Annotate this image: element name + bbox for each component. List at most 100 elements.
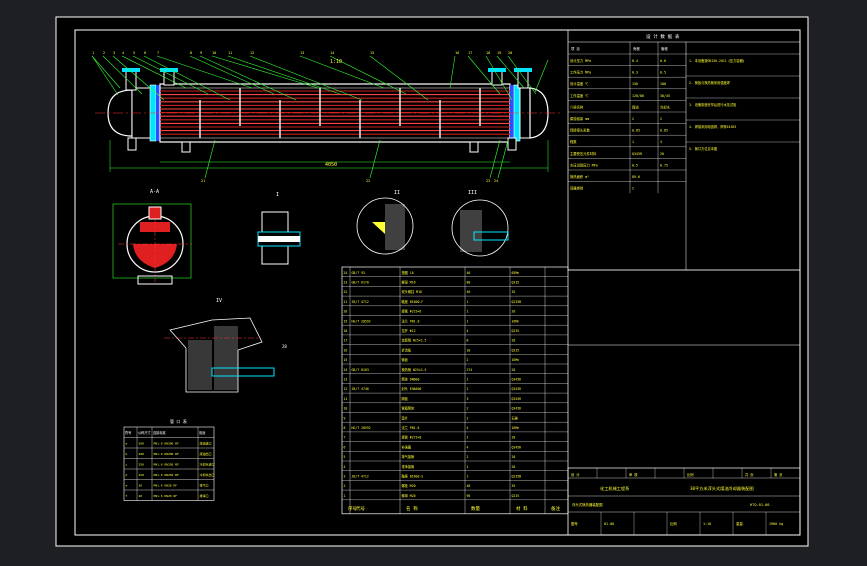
nozzle-c-flange	[488, 68, 506, 72]
leader-line	[199, 55, 297, 101]
parts-list-cell: 2	[467, 416, 469, 420]
nozzle-d-flange	[514, 68, 532, 72]
parts-list-cell: 40	[467, 271, 471, 275]
section-a-a-mark: A-A	[150, 189, 159, 195]
parts-list-cell: 5	[344, 455, 346, 459]
nozzle-table-cell: d	[126, 473, 128, 477]
title-block-cell: 审 核	[629, 472, 638, 477]
detail-iii-plate	[460, 210, 482, 252]
parts-list-cell: 7	[344, 436, 346, 440]
parts-list-cell: 接管 Φ273×8	[402, 435, 422, 440]
drawing-border	[74, 29, 801, 536]
design-note: 1. 本设备按GB150-2011《压力容器》	[689, 58, 746, 63]
detail-iv-mark: IV	[216, 298, 222, 304]
nozzle-table-cell: 250	[139, 463, 145, 467]
detail-iv-bolt	[211, 367, 275, 377]
parts-list-cell: 16	[344, 348, 348, 352]
parts-list-cell: 20	[512, 465, 516, 469]
parts-list-cell: JB/T 4712	[352, 475, 369, 479]
title-block-cell: 第 页	[774, 472, 783, 477]
parts-list-cell: 20	[512, 436, 516, 440]
parts-list-cell: 274	[467, 368, 473, 372]
design-table-cell: 30/45	[660, 94, 670, 98]
nozzle-table-cell: PN1.0 DN200 RF	[154, 442, 179, 446]
title-block-drawing-no: HTQ-01-00	[750, 503, 769, 507]
leader-line	[227, 55, 341, 95]
leader-line	[369, 55, 429, 101]
parts-list-cell: Q345R	[512, 387, 522, 391]
title-block-cell: 01.00	[604, 522, 614, 526]
parts-list-cell: 4	[467, 426, 469, 430]
leader-lines	[91, 55, 549, 179]
design-table-cell: 工作压力 MPa	[570, 70, 591, 75]
nozzle-table-cell: c	[126, 463, 128, 467]
parts-list-cell: 10	[344, 407, 348, 411]
part-callout: 19	[497, 51, 501, 55]
detail-iv-view: IV 28	[164, 298, 287, 393]
parts-list-cell: 20	[512, 455, 516, 459]
part-callout: 23	[486, 179, 490, 183]
design-table-cell: 0.4	[632, 59, 638, 63]
design-table-cell: 4	[660, 140, 662, 144]
parts-list-header: 数量	[471, 505, 480, 512]
part-callout: 5	[133, 51, 135, 55]
leader-line	[189, 55, 275, 95]
nozzle-table-cell: e	[126, 484, 128, 488]
design-table-cell: 介质名称	[570, 104, 584, 109]
parts-list-frame	[341, 266, 569, 515]
nozzle-table-cell: 20	[139, 484, 143, 488]
parts-list-cell: 垫圈 16	[402, 270, 414, 275]
parts-list-cell: 40	[467, 290, 471, 294]
parts-list-cell: 管箱筒体	[402, 406, 416, 411]
parts-list-cell: 4	[344, 465, 346, 469]
parts-list-cell: 48	[467, 484, 471, 488]
parts-list-cell: 螺母 M16	[402, 280, 416, 285]
design-table-cell: 0.85	[660, 129, 668, 133]
title-block-drawing-title: 30平方米浮头式煤油冷却器装配图	[690, 485, 754, 492]
detail-iv-body	[169, 317, 263, 393]
section-nozzle-top	[148, 206, 162, 220]
design-table-cell: 主要受压元件材料	[570, 151, 597, 156]
parts-list-header: 序号	[348, 505, 357, 512]
design-table-cell: 煤油	[632, 104, 639, 109]
title-block-cell: 1960 kg	[769, 522, 783, 526]
parts-list-cell: 8	[467, 339, 469, 343]
parts-list-cell: 2	[467, 465, 469, 469]
parts-list-cell: 4	[467, 329, 469, 333]
parts-list-cell: Q235	[512, 329, 520, 333]
parts-list-cell: 20	[344, 310, 348, 314]
design-table-cell: 0.85	[632, 129, 640, 133]
parts-list-cell: 1	[467, 310, 469, 314]
leader-line	[489, 139, 501, 179]
weld-tag: 28	[282, 344, 287, 349]
parts-list-cell: 2	[467, 436, 469, 440]
parts-list-header: 代号	[356, 505, 365, 512]
parts-list-cell: Q345R	[512, 397, 522, 401]
title-block-school: 化工机械工程系	[600, 485, 629, 492]
part-callout: 16	[455, 51, 459, 55]
leader-line	[211, 55, 319, 89]
drawing-sheet	[55, 16, 809, 547]
parts-list-cell: 3	[467, 397, 469, 401]
design-table-cell: I	[632, 187, 634, 191]
parts-list-cell: 13	[344, 378, 348, 382]
parts-list-cell: 35	[512, 290, 516, 294]
detail-ii-circle	[356, 197, 414, 255]
parts-list-cell: 16Mn	[512, 358, 520, 362]
detail-i-tube-core	[258, 236, 300, 242]
title-block-cell: 重量	[736, 521, 743, 526]
detail-iii-view: III	[451, 190, 509, 257]
overall-length-label: 4050	[325, 162, 337, 168]
nozzle-table-cell: 250	[139, 473, 145, 477]
parts-list-cell: 排净接管	[402, 464, 415, 469]
nozzle-table-cell: PN1.6 DN20 RF	[154, 494, 178, 498]
parts-list-cell: 折流板	[402, 347, 412, 352]
nozzle-table-cell: 冷却水进口	[200, 462, 215, 467]
design-table-cell: 0.5	[660, 71, 666, 75]
design-table-header: 管程	[661, 46, 668, 51]
parts-list-cell: 11	[344, 397, 348, 401]
section-frame	[112, 203, 192, 279]
